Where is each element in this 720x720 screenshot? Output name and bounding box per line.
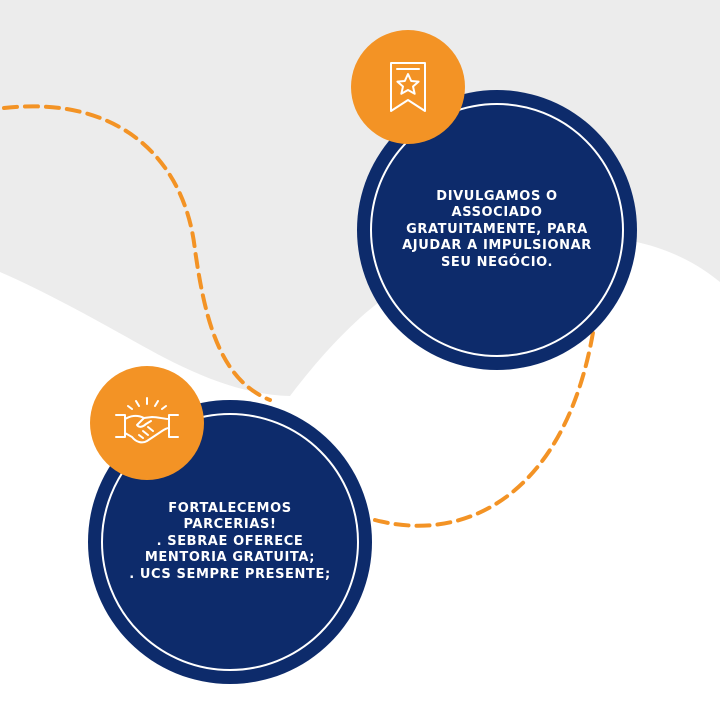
promotion-line: GRATUITAMENTE, PARA bbox=[406, 221, 588, 237]
partnership-line: . SEBRAE OFERECE bbox=[156, 533, 304, 549]
promotion-line: DIVULGAMOS O bbox=[436, 188, 558, 204]
promotion-circle: DIVULGAMOS O ASSOCIADO GRATUITAMENTE, PA… bbox=[357, 90, 637, 370]
star-ribbon-badge bbox=[351, 30, 465, 144]
handshake-icon bbox=[115, 397, 179, 444]
handshake-badge bbox=[90, 366, 204, 480]
promotion-line: ASSOCIADO bbox=[451, 205, 543, 221]
dashed-connector bbox=[2, 104, 597, 528]
star-ribbon-icon bbox=[390, 62, 426, 112]
promotion-text: DIVULGAMOS O ASSOCIADO GRATUITAMENTE, PA… bbox=[402, 189, 592, 272]
partnership-text: FORTALECEMOS PARCERIAS! . SEBRAE OFERECE… bbox=[129, 501, 331, 584]
partnership-line: FORTALECEMOS bbox=[168, 500, 292, 516]
promotion-line: AJUDAR A IMPULSIONAR bbox=[402, 238, 592, 254]
partnership-line: MENTORIA GRATUITA; bbox=[144, 550, 316, 566]
partnership-line: . UCS SEMPRE PRESENTE; bbox=[129, 566, 331, 582]
partnership-line: PARCERIAS! bbox=[183, 517, 277, 533]
promotion-line: SEU NEGÓCIO. bbox=[440, 254, 554, 270]
